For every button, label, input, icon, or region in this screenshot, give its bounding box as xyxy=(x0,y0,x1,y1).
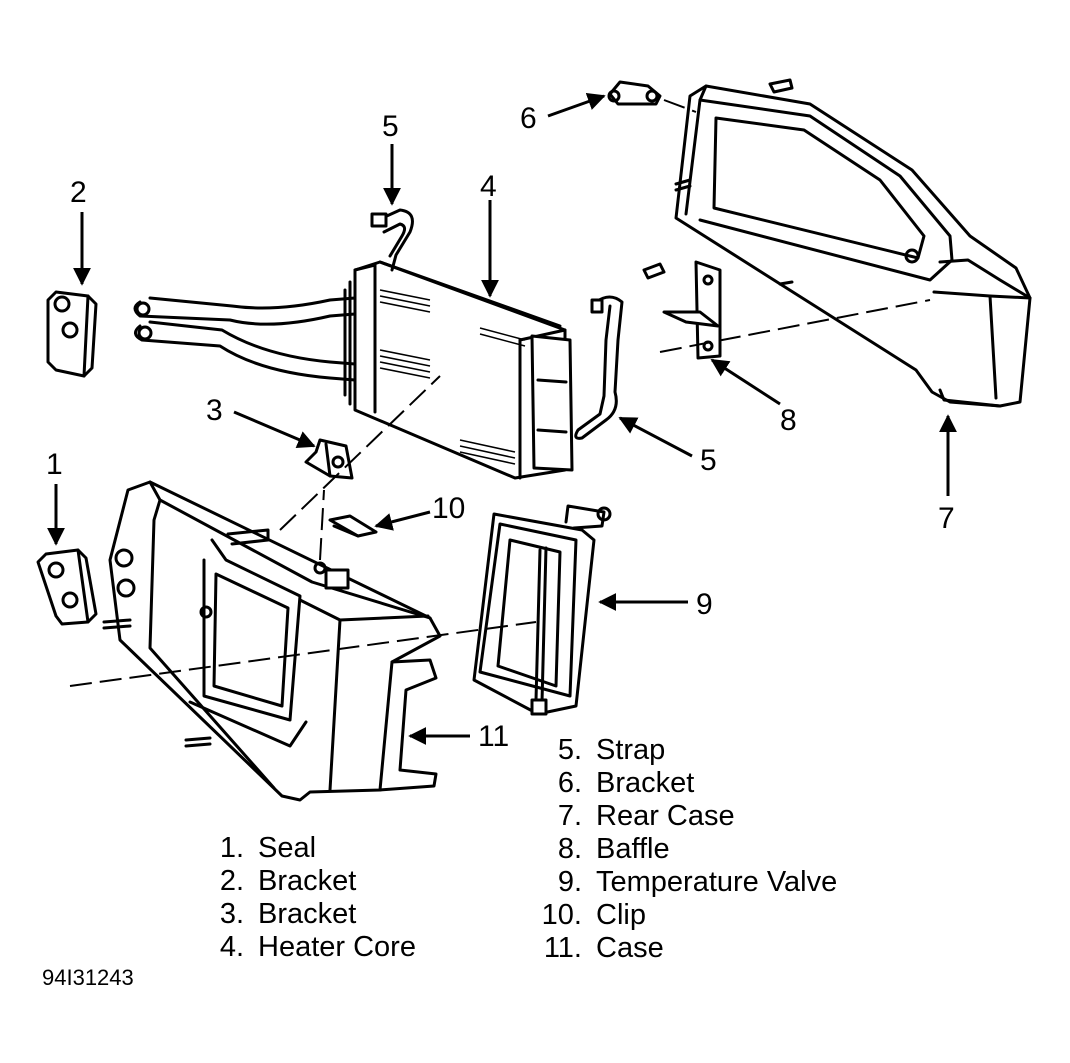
legend-number: 1. xyxy=(219,832,244,864)
legend-item: 2. Bracket xyxy=(214,865,416,898)
legend-label: Strap xyxy=(596,734,666,766)
legend-number: 2. xyxy=(219,865,244,897)
legend-item: 8. Baffle xyxy=(534,833,837,866)
legend-label: Heater Core xyxy=(258,931,416,963)
bracket-6-part xyxy=(607,80,662,106)
rear-case-7-part xyxy=(674,78,1032,408)
strap-5-lower-part xyxy=(574,295,624,440)
legend-label: Clip xyxy=(596,899,646,931)
legend-number: 10. xyxy=(541,899,582,931)
heater-core-tubes xyxy=(133,296,357,382)
case-11-part xyxy=(102,480,442,802)
legend-label: Temperature Valve xyxy=(596,866,838,898)
legend-item: 7. Rear Case xyxy=(534,800,837,833)
legend-right: 5. Strap 6. Bracket 7. Rear Case 8. Baffle 9… xyxy=(534,734,838,965)
legend-number: 6. xyxy=(557,767,582,799)
legend-item: 11. Case xyxy=(534,932,837,965)
callout-5-lower: 5 xyxy=(700,444,717,477)
legend-label: Baffle xyxy=(596,833,670,865)
legend-left: 1. Seal 2. Bracket 3. Bracket 4. Heater Core xyxy=(214,832,416,964)
clip-10-part xyxy=(328,514,378,538)
temperature-valve-9-part xyxy=(472,504,612,716)
callout-3: 3 xyxy=(206,394,223,427)
callout-7: 7 xyxy=(938,502,955,535)
legend-item: 6. Bracket xyxy=(534,767,837,800)
legend-number: 3. xyxy=(219,898,244,930)
callout-10: 10 xyxy=(432,492,465,525)
legend-item: 3. Bracket xyxy=(214,898,416,931)
seal-1-part xyxy=(36,548,98,626)
alignment-lines xyxy=(69,99,931,687)
strap-5-upper-part xyxy=(370,208,414,272)
legend-number: 9. xyxy=(557,866,582,898)
callout-5-upper: 5 xyxy=(382,110,399,143)
bracket-3-part xyxy=(304,438,354,480)
legend-number: 11. xyxy=(543,932,582,964)
callout-4: 4 xyxy=(480,170,497,203)
legend-item: 4. Heater Core xyxy=(214,931,416,964)
legend-label: Case xyxy=(596,932,664,964)
figure-id: 94I31243 xyxy=(42,965,134,990)
legend-label: Bracket xyxy=(596,767,695,799)
legend-item: 9. Temperature Valve xyxy=(534,866,837,899)
legend-number: 5. xyxy=(557,734,582,766)
callout-1: 1 xyxy=(46,448,63,481)
legend-item: 1. Seal xyxy=(214,832,416,865)
callout-8: 8 xyxy=(780,404,797,437)
callout-2: 2 xyxy=(70,176,87,209)
legend-number: 4. xyxy=(219,931,244,963)
legend-label: Seal xyxy=(258,832,317,864)
callout-9: 9 xyxy=(696,588,713,621)
legend-label: Bracket xyxy=(258,865,357,897)
callout-labels: 2 1 3 4 5 5 6 7 8 9 10 11 xyxy=(46,102,955,753)
callout-6: 6 xyxy=(520,102,537,135)
leader-arrows xyxy=(47,92,957,745)
legend-item: 10. Clip xyxy=(534,899,837,932)
callout-11: 11 xyxy=(478,720,509,753)
legend-number: 7. xyxy=(557,800,582,832)
legend-label: Rear Case xyxy=(596,800,735,832)
legend-item: 5. Strap xyxy=(534,734,837,767)
legend-number: 8. xyxy=(557,833,582,865)
heater-core-4-part xyxy=(343,260,574,480)
legend-label: Bracket xyxy=(258,898,357,930)
bracket-2-part xyxy=(46,290,98,378)
